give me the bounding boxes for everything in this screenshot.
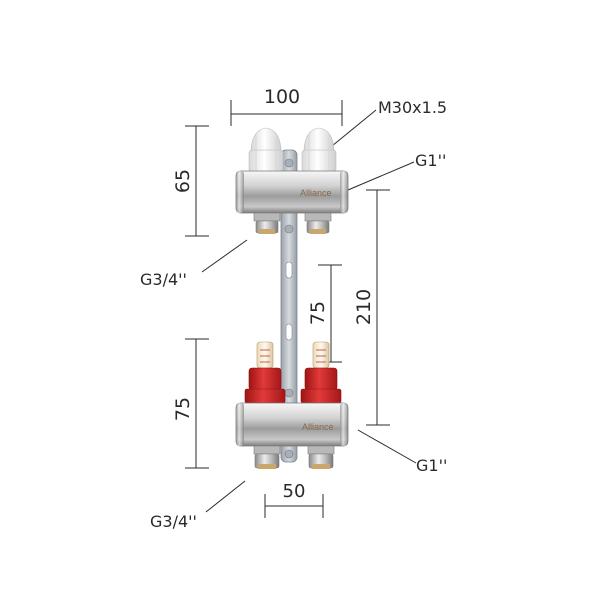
bottom-manifold: Alliance bbox=[235, 341, 349, 469]
white-valve-cap-right bbox=[301, 127, 337, 173]
bracket-slot-upper bbox=[285, 261, 293, 279]
dimension-lines bbox=[185, 100, 417, 518]
flow-meter-right bbox=[300, 341, 342, 404]
bracket-screw-bottom bbox=[284, 449, 294, 459]
callout-bottom-main-port: G1'' bbox=[416, 456, 447, 475]
dim-text-top-width: 100 bbox=[264, 86, 300, 108]
leader-bottom-main-port bbox=[357, 429, 417, 464]
bracket-screw-top bbox=[284, 158, 294, 168]
top-bar-brand: Alliance bbox=[300, 188, 332, 198]
flow-meter-left bbox=[244, 341, 286, 404]
callout-bottom-branch-port: G3/4'' bbox=[150, 512, 197, 531]
callout-top-main-port: G1'' bbox=[415, 151, 446, 170]
bottom-outlet-left bbox=[253, 445, 281, 469]
bottom-bar-brand: Alliance bbox=[302, 422, 334, 432]
top-outlet-left bbox=[253, 212, 281, 234]
dim-text-top-height: 65 bbox=[172, 169, 194, 193]
leader-bottom-branch-port bbox=[205, 480, 246, 513]
callout-top-thread: M30x1.5 bbox=[378, 98, 447, 117]
top-outlet-right bbox=[304, 212, 332, 234]
white-valve-cap-left bbox=[248, 127, 284, 173]
bracket-screw-lower-mid bbox=[284, 388, 294, 398]
leader-top-main-port bbox=[347, 161, 415, 191]
bottom-outlet-right bbox=[307, 445, 335, 469]
leader-top-branch-port bbox=[201, 239, 248, 273]
dim-text-center-height: 210 bbox=[353, 289, 375, 325]
leader-top-thread bbox=[331, 109, 377, 147]
dim-text-bottom-height: 75 bbox=[172, 397, 194, 421]
dim-text-middle-gap: 75 bbox=[307, 301, 329, 325]
mounting-bracket bbox=[280, 149, 298, 463]
callout-top-branch-port: G3/4'' bbox=[140, 270, 187, 289]
bracket-screw-upper-mid bbox=[284, 224, 294, 234]
dim-text-bottom-spacing: 50 bbox=[283, 481, 306, 502]
top-manifold: Alliance bbox=[235, 127, 349, 234]
bracket-slot-lower bbox=[285, 323, 293, 341]
